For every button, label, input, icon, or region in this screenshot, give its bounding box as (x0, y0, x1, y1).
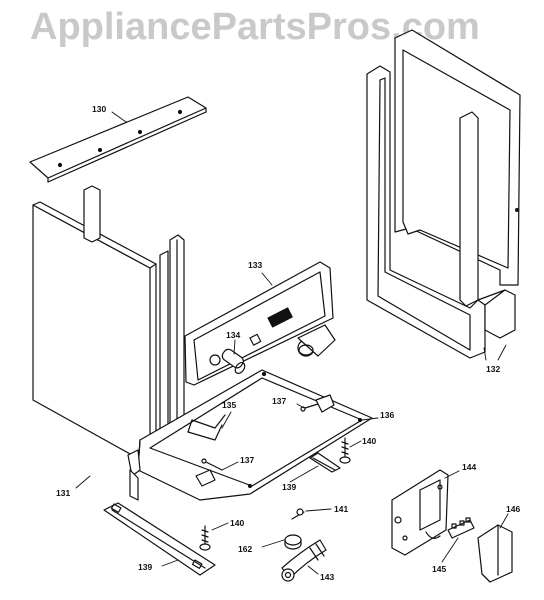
label-139-center: 139 (282, 482, 296, 492)
label-133: 133 (248, 260, 262, 270)
leg-part-bottom (199, 525, 211, 551)
label-137-upper: 137 (272, 396, 286, 406)
switch-bracket-part (391, 469, 449, 556)
side-panel-part (32, 201, 157, 466)
leader-lines (75, 111, 509, 575)
label-140-right: 140 (362, 436, 376, 446)
rail-part-center (309, 452, 341, 473)
label-140-bottom: 140 (230, 518, 244, 528)
label-146: 146 (506, 504, 520, 514)
label-136: 136 (380, 410, 394, 420)
cover-part (477, 524, 513, 583)
leg-part-right (339, 437, 351, 464)
label-144: 144 (462, 462, 476, 472)
callout-labels: 130 131 132 133 134 135 136 137 137 139 … (56, 104, 520, 582)
rear-panel-part (184, 261, 336, 386)
door-frame-part (366, 29, 521, 359)
label-131: 131 (56, 488, 70, 498)
label-162: 162 (238, 544, 252, 554)
bracket-part (187, 414, 226, 441)
valve-part (281, 539, 327, 582)
rail-part-bottom (103, 502, 216, 576)
label-132: 132 (486, 364, 500, 374)
label-139-bottom: 139 (138, 562, 152, 572)
label-145: 145 (432, 564, 446, 574)
screw-part (291, 508, 305, 520)
clip-part-lower (195, 458, 223, 487)
label-130: 130 (92, 104, 106, 114)
label-143: 143 (320, 572, 334, 582)
label-141: 141 (334, 504, 348, 514)
top-strip-part (29, 96, 207, 183)
label-135: 135 (222, 400, 236, 410)
cap-part (284, 534, 302, 550)
cylinder-part (221, 348, 246, 375)
terminal-block-part (447, 517, 475, 539)
rear-posts (83, 185, 185, 457)
label-134: 134 (226, 330, 240, 340)
label-137-lower: 137 (240, 455, 254, 465)
